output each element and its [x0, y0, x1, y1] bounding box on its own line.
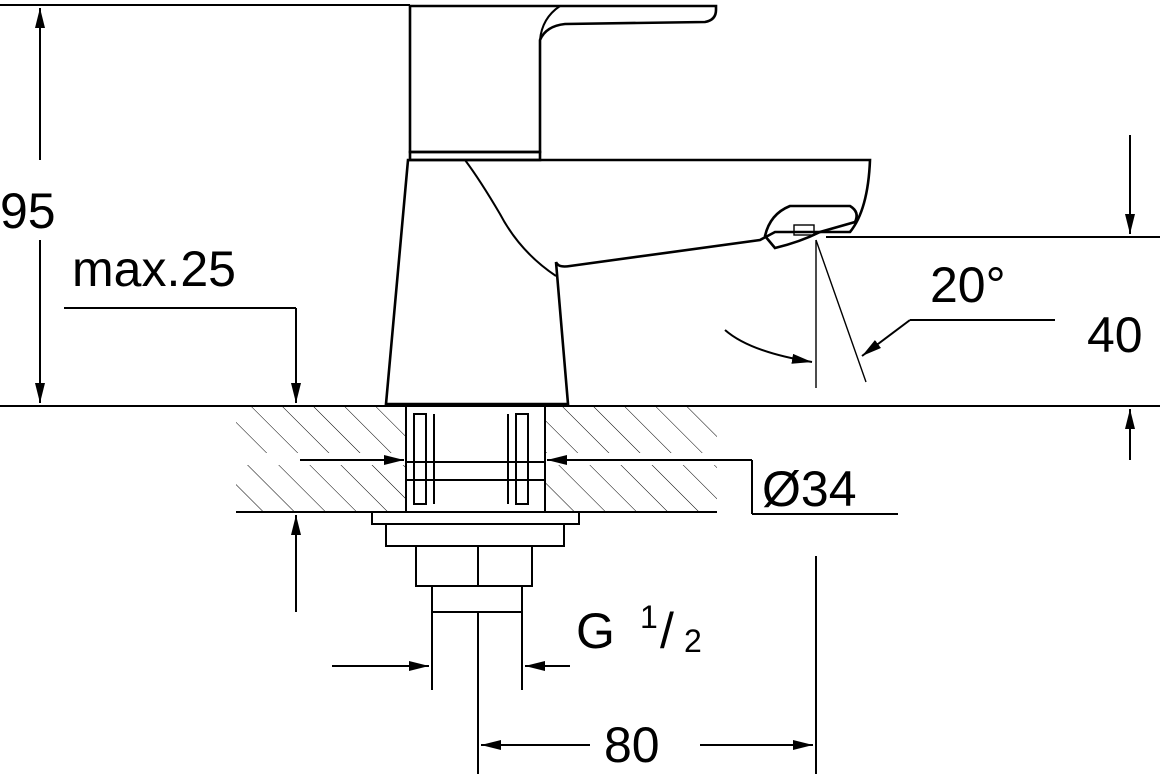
thread-denominator-label: 2: [684, 623, 702, 659]
projection-label: 80: [604, 717, 660, 773]
thread-prefix-label: G: [576, 603, 615, 659]
dimension-max-thickness: max.25: [64, 241, 301, 612]
dimension-diameter-34: Ø34: [300, 455, 898, 517]
spout-height-label: 40: [1087, 307, 1143, 363]
dimension-projection-80: 80: [477, 556, 817, 774]
dimension-spout-height-40: 40: [717, 135, 1160, 460]
dimension-height-95: 95: [0, 4, 410, 407]
diameter-label: Ø34: [762, 461, 857, 517]
thread-numerator-label: 1: [640, 599, 658, 635]
dimension-thread: G 1 / 2: [332, 599, 702, 690]
angle-label: 20°: [930, 257, 1006, 313]
thread-slash-label: /: [660, 603, 674, 659]
dimension-angle-20: 20°: [724, 239, 1055, 388]
faucet-body: [384, 4, 872, 406]
max-thickness-label: max.25: [72, 241, 236, 297]
height-label: 95: [0, 183, 56, 239]
